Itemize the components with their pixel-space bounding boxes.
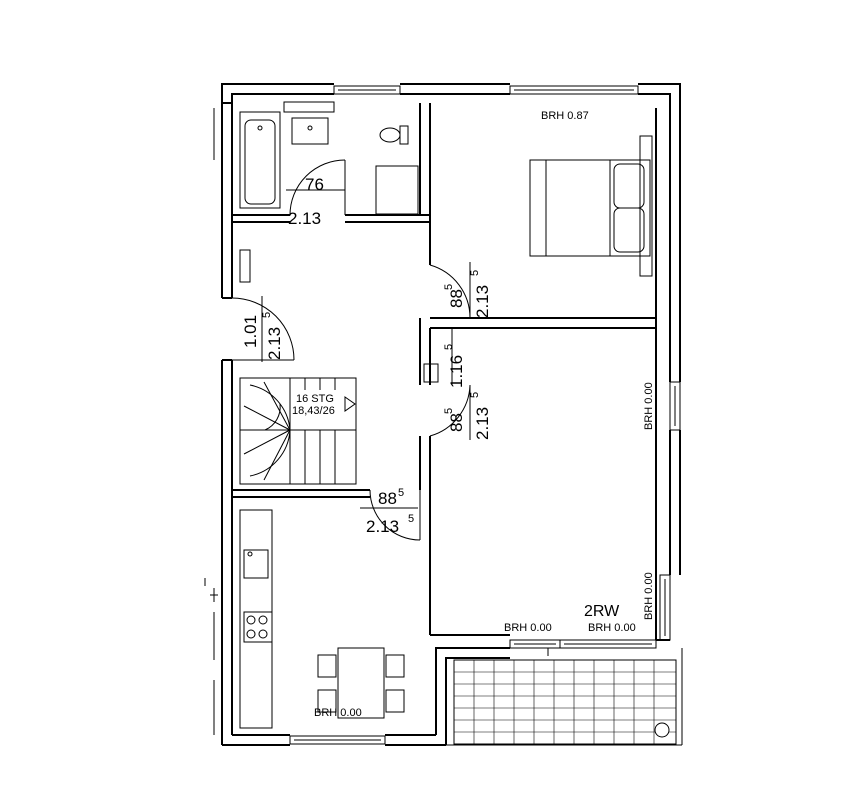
- brh-label-right-upper: BRH 0.00: [643, 382, 655, 430]
- brh-label-bottom-right: BRH 0.00: [588, 622, 636, 634]
- kitchen-door-width: 88: [378, 489, 397, 508]
- bedroom-door-height: 2.13: [473, 285, 492, 318]
- svg-text:5: 5: [261, 312, 273, 318]
- brh-label-top: BRH 0.87: [541, 110, 589, 122]
- svg-text:5: 5: [469, 270, 481, 276]
- svg-text:5: 5: [398, 487, 404, 499]
- living-door-height: 2.13: [473, 407, 492, 440]
- kitchen: 88 5 2.13 5 BRH 0.00: [239, 487, 421, 729]
- exterior-walls: [204, 83, 681, 746]
- bath-door-swing: [289, 159, 346, 216]
- entry-height: 2.13: [265, 327, 284, 360]
- kitchen-door-height: 2.13: [366, 517, 399, 536]
- svg-text:5: 5: [443, 284, 455, 290]
- living-door-swing: [429, 384, 471, 437]
- brh-label-kitchen: BRH 0.00: [314, 707, 362, 719]
- bedroom: BRH 0.87: [429, 110, 653, 319]
- bathtub: [239, 111, 281, 209]
- dining-table: [317, 647, 405, 719]
- staircase: 16 STG 18,43/26: [239, 377, 357, 485]
- toilet: [379, 125, 409, 145]
- living-door-width: 88: [447, 413, 466, 432]
- bedroom-door-swing: [429, 264, 471, 319]
- living-room: BRH 0.00 BRH 0.00 2RW BRH 0.00 BRH 0.00: [504, 382, 655, 656]
- bedroom-door-width: 88: [447, 289, 466, 308]
- stair-ratio: 18,43/26: [292, 405, 335, 417]
- brh-label-right-lower: BRH 0.00: [643, 572, 655, 620]
- entry-width: 1.01: [241, 315, 260, 348]
- kitchen-door-swing: [369, 489, 421, 541]
- svg-text:5: 5: [408, 513, 414, 525]
- brh-label-bottom-left: BRH 0.00: [504, 622, 552, 634]
- double-bed: [529, 135, 653, 277]
- entry-door-swing: [231, 297, 295, 361]
- terrace: [446, 648, 683, 746]
- stair-steps: 16 STG: [296, 393, 334, 405]
- room-code: 2RW: [584, 603, 620, 620]
- washbasin: [291, 117, 329, 145]
- cooktop: [243, 611, 273, 643]
- svg-text:5: 5: [469, 392, 481, 398]
- shower: [375, 165, 419, 215]
- svg-text:5: 5: [443, 408, 455, 414]
- bathroom: 76 2.13: [239, 101, 419, 228]
- svg-text:5: 5: [443, 344, 455, 350]
- bath-door-height: 2.13: [288, 209, 321, 228]
- interior-walls: [232, 103, 657, 640]
- sink: [243, 549, 269, 579]
- hall-opening-height: 1.16: [447, 355, 466, 388]
- drain-icon: [654, 722, 670, 738]
- bath-door-width: 76: [305, 175, 324, 194]
- hall-dimensions: 88 5 2.13 5 1.16 5 88 5 2.13 5 1.01 2.1: [231, 270, 492, 440]
